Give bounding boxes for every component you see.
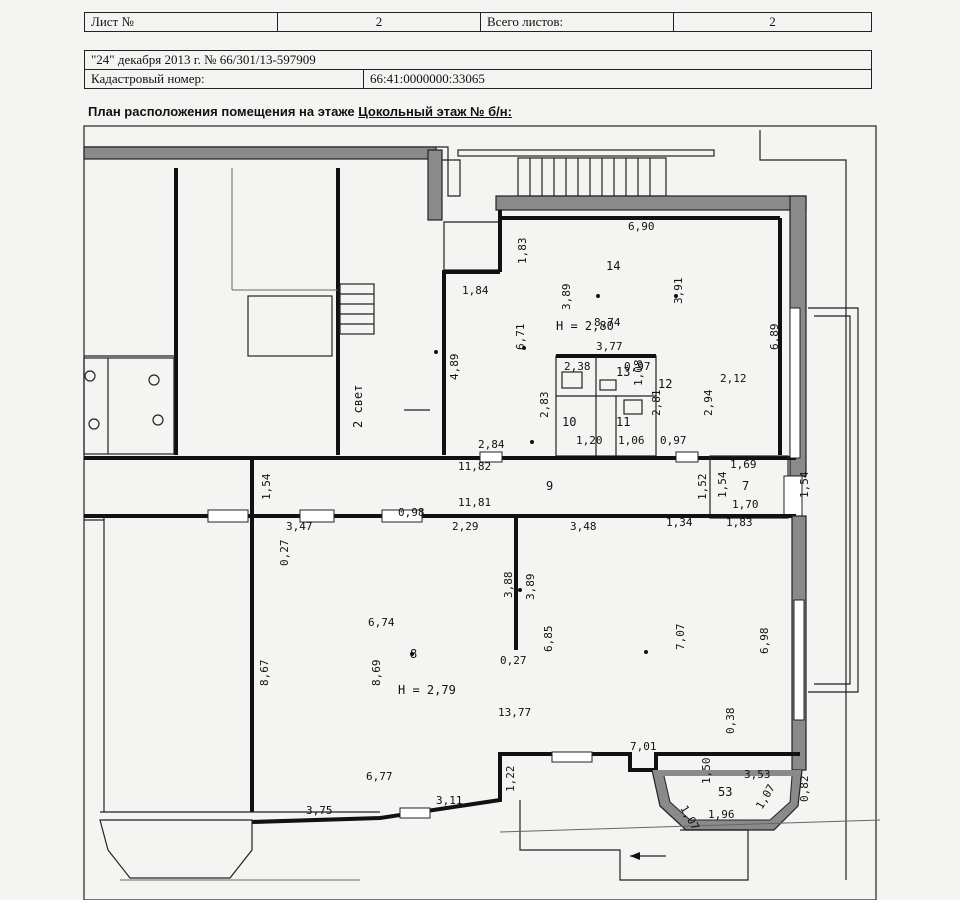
stair-top — [517, 157, 667, 197]
dim-label: 0,82 — [798, 776, 811, 803]
dim-label: 2,38 — [564, 360, 591, 373]
dim-label: 1,70 — [732, 498, 759, 511]
plan-note: 2 свет — [351, 385, 365, 428]
dim-label: 7,07 — [674, 624, 687, 651]
dim-label: 6,90 — [628, 220, 655, 233]
dim-label: 6,85 — [542, 626, 555, 653]
dim-label: 1,96 — [708, 808, 735, 821]
dim-label: 1,54 — [716, 471, 729, 498]
dim-label: 0,38 — [724, 708, 737, 735]
total-sheets-label: Всего листов: — [480, 12, 674, 32]
dim-label: 1,20 — [576, 434, 603, 447]
dim-label: 2,12 — [720, 372, 747, 385]
dim-label: 7,01 — [630, 740, 657, 753]
room-label: 8 — [410, 647, 417, 661]
room-label: 9 — [546, 479, 553, 493]
cadastral-value: 66:41:0000000:33065 — [363, 69, 872, 89]
plan-caption: План расположения помещения на этаже Цок… — [88, 104, 512, 119]
dim-label: 2,83 — [538, 392, 551, 419]
dim-label: 8,74 — [594, 316, 621, 329]
dim-label: 0,97 — [660, 434, 687, 447]
record-table: "24" декабря 2013 г. № 66/301/13-597909 … — [84, 50, 872, 89]
sheet-label: Лист № — [84, 12, 278, 32]
dim-label: 3,11 — [436, 794, 463, 807]
dim-label: 2,84 — [478, 438, 505, 451]
dim-label: 3,75 — [306, 804, 333, 817]
dim-label: 0,97 — [624, 360, 651, 373]
dim-label: 6,74 — [368, 616, 395, 629]
room-label: 11 — [616, 415, 630, 429]
dim-label: 0,27 — [278, 540, 291, 567]
dim-label: 3,89 — [560, 284, 573, 311]
dim-label: 1,52 — [696, 474, 709, 501]
dim-label: 1,54 — [798, 471, 811, 498]
dim-label: 3,48 — [570, 520, 597, 533]
dim-label: 2,94 — [702, 389, 715, 416]
wall-top-left — [83, 146, 437, 160]
dim-label: 6,98 — [758, 628, 771, 655]
dim-label: 0,27 — [500, 654, 527, 667]
cadastral-label: Кадастровый номер: — [84, 69, 364, 89]
room-label: 13 — [616, 365, 630, 379]
dim-label: 11,81 — [458, 496, 491, 509]
dim-label: 3,77 — [596, 340, 623, 353]
height-label: H = 2,79 — [398, 683, 456, 697]
dim-label: 6,71 — [514, 324, 527, 351]
caption-prefix: План расположения помещения на этаже — [88, 104, 355, 119]
dim-label: 1,34 — [666, 516, 693, 529]
height-label: H = 2,80 — [556, 319, 614, 333]
dim-label: 13,77 — [498, 706, 531, 719]
dim-label: 1,84 — [462, 284, 489, 297]
dim-label: 1,54 — [260, 473, 273, 500]
total-sheets-value: 2 — [673, 12, 872, 32]
sheet-table: Лист № 2 Всего листов: 2 — [84, 12, 872, 32]
dim-label: 0,98 — [398, 506, 425, 519]
dim-label: 1,69 — [730, 458, 757, 471]
dim-label: 6,89 — [768, 324, 781, 351]
dim-label: 3,91 — [672, 278, 685, 305]
dim-label: 4,89 — [448, 354, 461, 381]
dim-label: 3,47 — [286, 520, 313, 533]
caption-floor: Цокольный этаж № б/н: — [358, 104, 512, 119]
dim-label: 3,53 — [744, 768, 771, 781]
dim-label: 1,83 — [726, 516, 753, 529]
room-label: 53 — [718, 785, 732, 799]
dim-label: 1,06 — [618, 434, 645, 447]
room-label: 10 — [562, 415, 576, 429]
dim-label: 1,83 — [516, 238, 529, 265]
dim-label: 1,08 — [632, 360, 645, 387]
dim-label: 2,29 — [452, 520, 479, 533]
dim-label: 6,77 — [366, 770, 393, 783]
room-label: 7 — [742, 479, 749, 493]
wall-room14-top — [495, 195, 807, 211]
dim-label: 8,69 — [370, 660, 383, 687]
room-label: 12 — [658, 377, 672, 391]
dim-label: 3,88 — [502, 572, 515, 599]
dim-label: 1,50 — [700, 758, 713, 785]
dim-label: 3,89 — [524, 574, 537, 601]
room-label: 14 — [606, 259, 620, 273]
stair-left — [339, 283, 375, 335]
plan-frame — [83, 125, 877, 900]
dim-label: 1,22 — [504, 766, 517, 793]
dim-label: 2,81 — [650, 390, 663, 417]
dim-label: 11,82 — [458, 460, 491, 473]
dim-label: 8,67 — [258, 660, 271, 687]
